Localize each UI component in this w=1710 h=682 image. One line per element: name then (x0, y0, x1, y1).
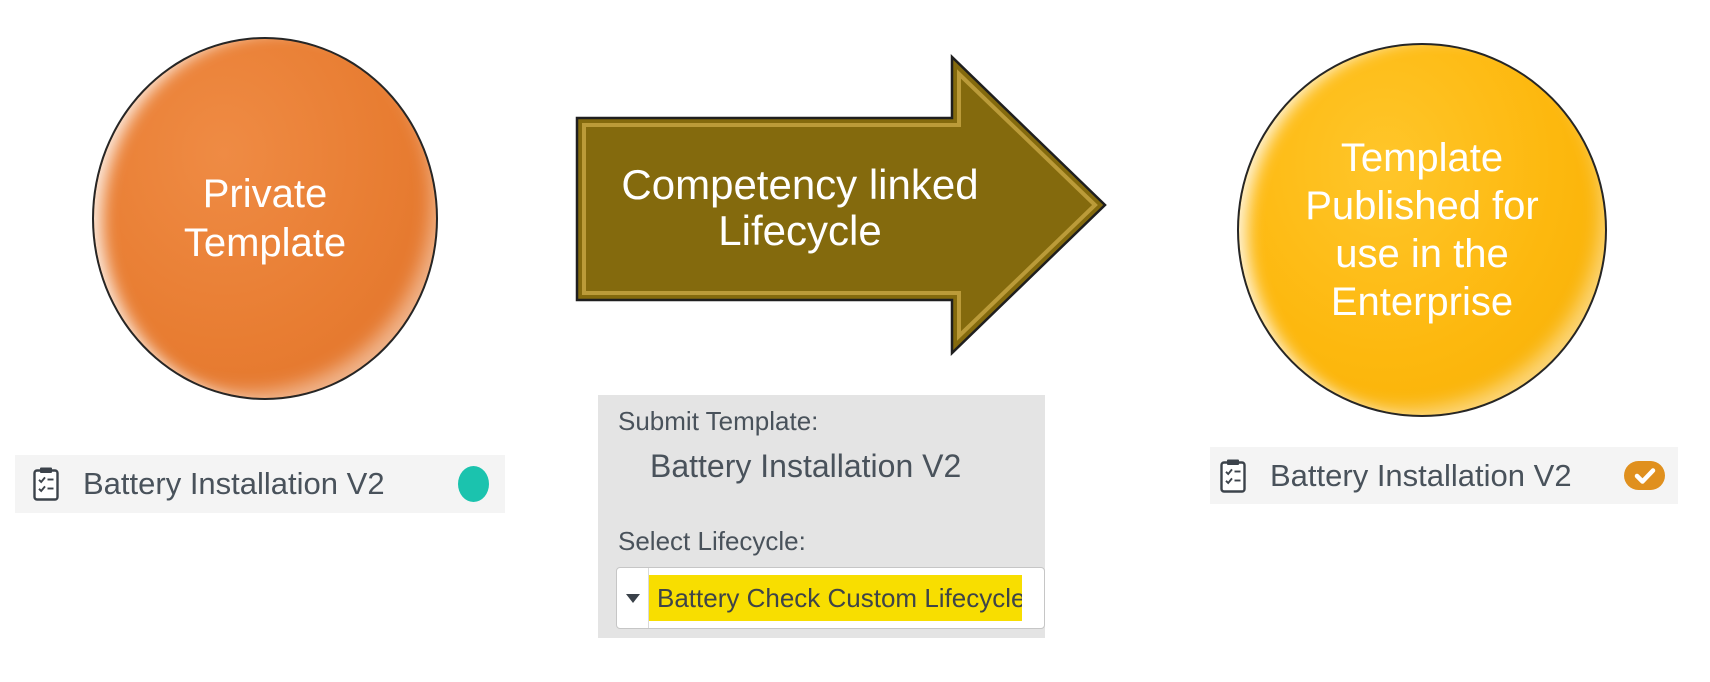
circle-label-line: Published for (1305, 184, 1539, 228)
published-check-badge (1624, 461, 1665, 490)
submit-template-panel: Submit Template: Battery Installation V2… (598, 395, 1045, 638)
lifecycle-dropdown[interactable]: Battery Check Custom Lifecycle (616, 567, 1045, 629)
private-template-circle: Private Template (92, 37, 438, 400)
circle-label-line: Template (1340, 136, 1504, 180)
template-row-private: Battery Installation V2 (15, 455, 505, 513)
circle-label-line: Template (183, 220, 347, 265)
select-lifecycle-label: Select Lifecycle: (618, 526, 806, 556)
submit-template-label: Submit Template: (618, 406, 819, 436)
clipboard-checklist-icon (1220, 459, 1246, 493)
teal-status-dot (458, 466, 489, 502)
published-template-circle: Template Published for use in the Enterp… (1237, 43, 1607, 417)
clipboard-checklist-icon (33, 467, 59, 501)
dropdown-caret-button[interactable] (617, 568, 649, 628)
circle-label-line: use in the (1335, 232, 1509, 276)
chevron-down-icon (625, 593, 640, 603)
competency-arrow (575, 52, 1110, 359)
submit-template-value: Battery Installation V2 (650, 448, 962, 484)
circle-label-line: Private (202, 171, 328, 216)
private-template-circle-label: Private Template (184, 170, 346, 268)
arrow-label-line: Lifecycle (718, 207, 882, 255)
arrow-label-line: Competency linked (621, 161, 979, 208)
template-name-label: Battery Installation V2 (1270, 457, 1572, 493)
template-name-label: Battery Installation V2 (83, 466, 385, 501)
lifecycle-dropdown-value[interactable]: Battery Check Custom Lifecycle (649, 575, 1022, 621)
circle-label-line: Enterprise (1330, 280, 1514, 324)
check-icon (1634, 467, 1655, 484)
published-template-circle-label: Template Published for use in the Enterp… (1305, 134, 1538, 326)
right-arrow-shape (575, 54, 1107, 356)
template-row-published: Battery Installation V2 (1210, 447, 1678, 504)
arrow-label: Competency linked Lifecycle (585, 161, 1015, 255)
